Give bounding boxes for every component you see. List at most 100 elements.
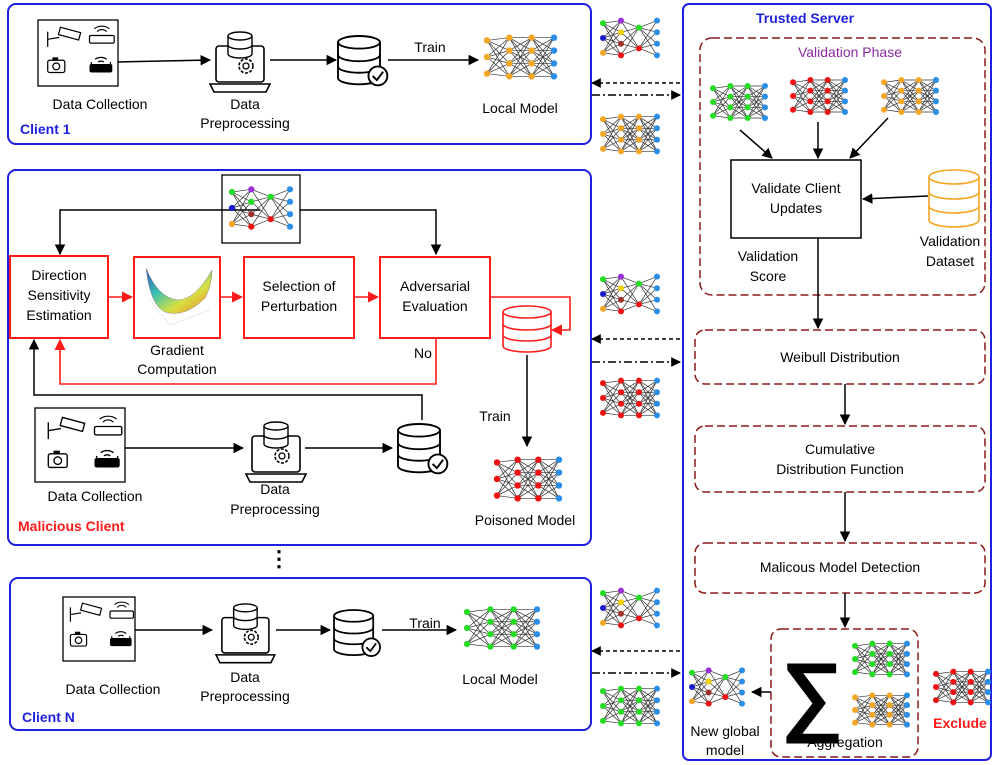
weibull-box (694, 329, 986, 385)
clientN-preprocessing-2: Preprocessing (200, 688, 290, 704)
direction-label-2: Sensitivity (27, 287, 91, 303)
client1-local-model: Local Model (482, 100, 558, 116)
validation-score-1: Validation (737, 248, 799, 264)
poisoned-model-label: Poisoned Model (474, 512, 576, 528)
router-icon (88, 25, 115, 44)
detection-box (694, 542, 986, 594)
client1-data-collection: Data Collection (52, 96, 148, 112)
client1-database-check-icon (337, 35, 389, 87)
exclude-label: Exclude (933, 715, 987, 731)
client1-preprocessing-1: Data (230, 96, 260, 112)
cdf-box (694, 425, 986, 493)
poisoned-database-icon (502, 305, 552, 353)
client1-laptop-gear-icon (208, 31, 272, 93)
malicious-train: Train (479, 408, 511, 424)
validate-updates-box (730, 159, 862, 239)
malicious-preprocessing-2: Preprocessing (230, 501, 320, 517)
global-model-to-clientN-icon (600, 587, 660, 629)
direction-label-1: Direction (31, 267, 87, 283)
client1-devices (47, 25, 115, 74)
direction-label-3: Estimation (26, 307, 92, 323)
client1-box (7, 3, 592, 145)
client1-preprocessing-2: Preprocessing (200, 115, 290, 131)
excluded-model-icon (933, 668, 991, 706)
server-title: Trusted Server (755, 10, 855, 26)
gradient-label-2: Computation (137, 361, 217, 377)
clientN-train: Train (409, 615, 441, 631)
validation-phase-box (699, 37, 986, 296)
aggregation-orange-model-icon (852, 692, 910, 728)
client1-update-icon (600, 113, 660, 155)
malicious-detection-label: Malicous Model Detection (759, 559, 921, 575)
clientN-database-check-icon (333, 609, 381, 657)
validation-dataset-icon (928, 169, 980, 228)
poisoned-model-icon (493, 456, 563, 502)
adversarial-label-2: Evaluation (402, 298, 468, 314)
clientN-local-model: Local Model (462, 671, 538, 687)
global-model-to-client1-icon (600, 17, 660, 59)
validation-green-model-icon (710, 83, 768, 121)
wifi-router-icon (89, 56, 113, 73)
selection-label-2: Perturbation (260, 298, 338, 314)
malicious-devices (47, 415, 123, 469)
validate-updates-1: Validate Client (751, 180, 841, 196)
wifi-router-icon (110, 631, 132, 647)
clientN-data-collection: Data Collection (65, 681, 161, 697)
cctv-icon (47, 26, 82, 47)
client1-local-model-icon (483, 34, 558, 80)
camera-icon (47, 450, 68, 469)
router-icon (109, 601, 134, 619)
camera-icon (69, 631, 88, 647)
camera-icon (47, 57, 66, 74)
malicious-data-collection: Data Collection (47, 488, 143, 504)
loss-surface-icon (145, 267, 213, 314)
malicious-device-icons (34, 407, 126, 483)
gradient-label-1: Gradient (150, 342, 204, 358)
clientN-laptop-gear-icon (214, 603, 277, 664)
new-global-model-icon (689, 667, 745, 707)
validate-updates-2: Updates (769, 200, 823, 216)
new-global-model-2: model (705, 742, 745, 758)
malicious-preprocessing-1: Data (260, 481, 290, 497)
global-model-icon (228, 186, 294, 230)
client1-device-icons (37, 19, 119, 87)
malicious-database-check-icon (397, 423, 449, 475)
validation-phase-title: Validation Phase (797, 44, 903, 60)
validation-red-model-icon (790, 77, 848, 115)
client1-title: Client 1 (20, 121, 71, 137)
malicious-update-icon (600, 377, 660, 419)
client1-train: Train (414, 39, 446, 55)
no-label: No (414, 345, 432, 361)
gradient-box (133, 256, 221, 339)
cdf-label-2: Distribution Function (776, 461, 904, 477)
direction-sensitivity-box (9, 255, 109, 339)
weibull-label: Weibull Distribution (780, 349, 900, 365)
sigma-symbol: ∑ (780, 644, 844, 743)
clientN-device-icons (62, 596, 136, 662)
malicious-laptop-gear-icon (244, 421, 308, 483)
trusted-server-box (682, 3, 992, 761)
clientN-local-model-icon (463, 606, 541, 650)
adversarial-label-1: Adversarial (399, 278, 471, 294)
selection-box (243, 256, 355, 339)
clientN-devices (69, 601, 134, 647)
global-model-to-malicious-icon (600, 273, 660, 315)
clientN-title: Client N (22, 709, 75, 725)
aggregation-box (770, 628, 919, 758)
aggregation-green-model-icon (852, 640, 910, 678)
cctv-icon (47, 416, 86, 440)
validation-dataset-2: Dataset (925, 253, 975, 269)
validation-score-2: Score (749, 268, 787, 284)
ellipsis: ⋮ (268, 546, 290, 571)
adversarial-box (379, 256, 491, 339)
clientN-preprocessing-1: Data (230, 669, 260, 685)
cdf-label-1: Cumulative (804, 441, 876, 457)
global-model-box (221, 174, 301, 244)
malicious-client-box (7, 169, 592, 546)
clientN-box (9, 577, 592, 731)
aggregation-label: Aggregation (807, 734, 883, 750)
malicious-title: Malicious Client (18, 518, 125, 534)
validation-orange-model-icon (881, 77, 939, 115)
selection-label-1: Selection of (262, 278, 336, 294)
